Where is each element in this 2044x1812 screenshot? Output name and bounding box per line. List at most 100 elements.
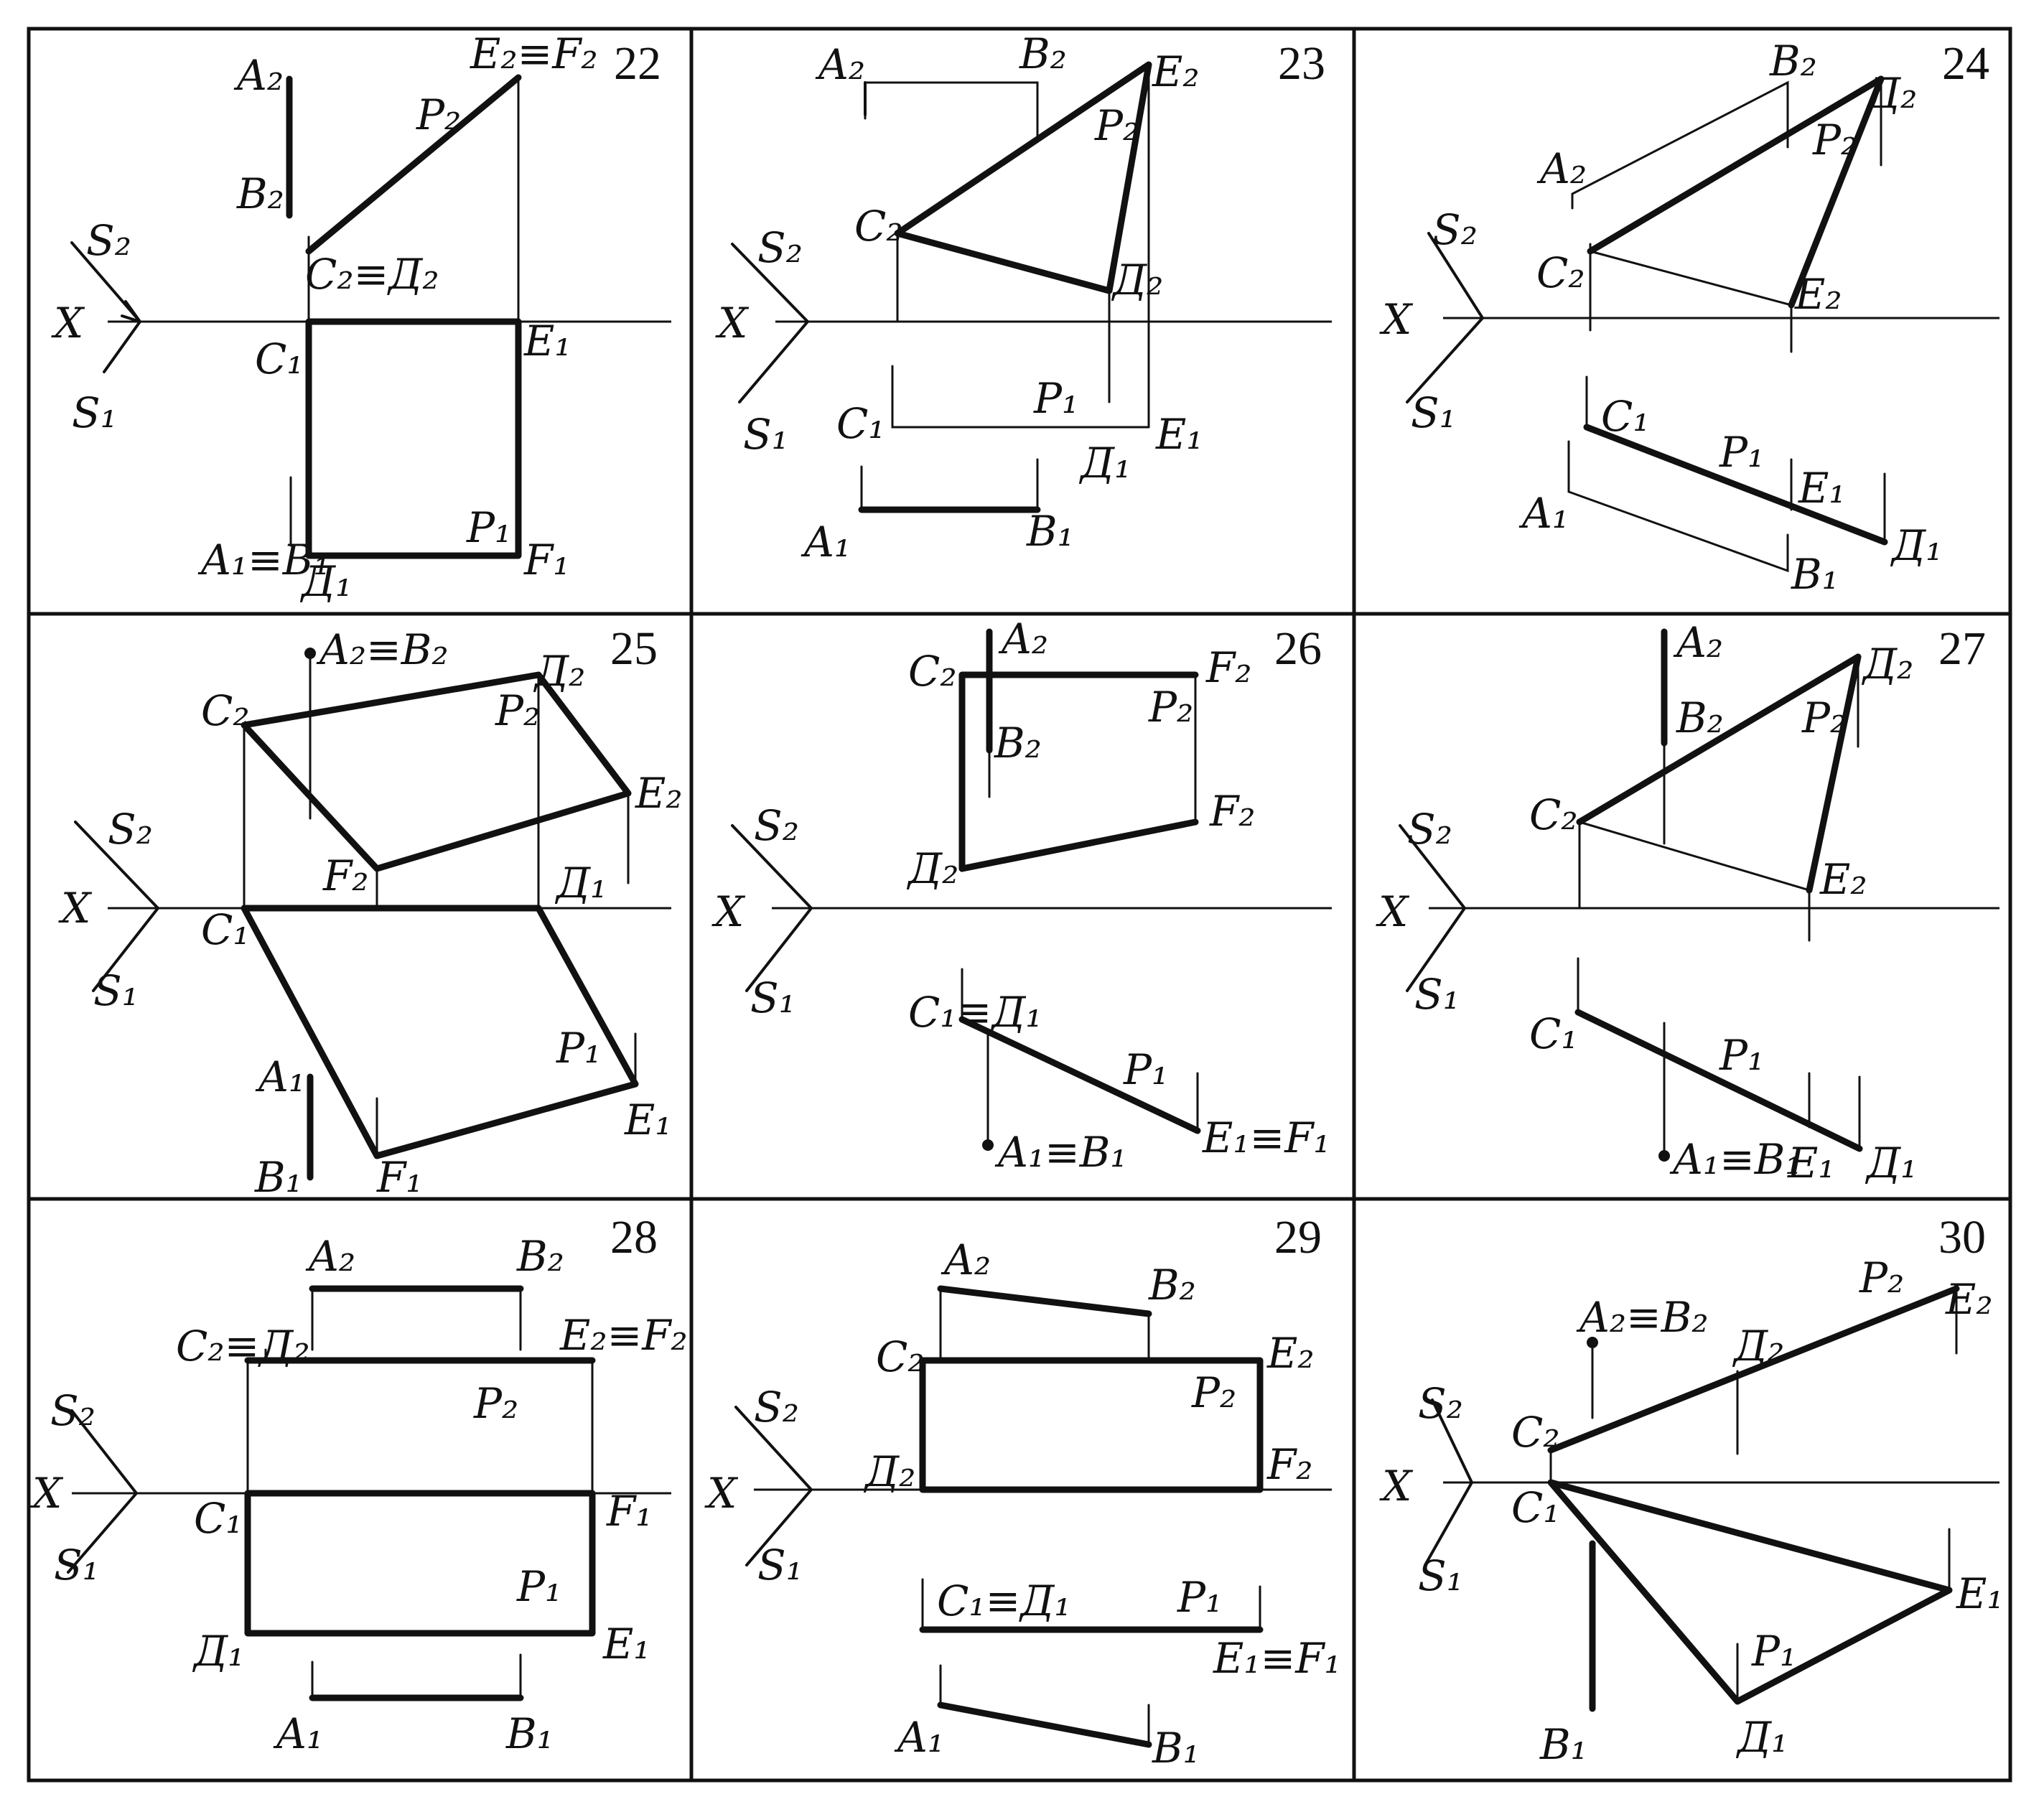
label-A2: A₂ — [1536, 144, 1587, 193]
projection-direction-arrows — [1406, 232, 1484, 403]
problem-24: 24 B₂ Д₂ A₂ P₂ S₂ C₂ E₂ X S₁ C₁ P₁ E₁ A₁… — [1379, 37, 1999, 599]
label-X: X — [715, 299, 750, 347]
label-B2: B₂ — [1019, 29, 1067, 78]
label-C2D2: C₂≡Д₂ — [176, 1322, 310, 1370]
problem-23: 23 A₂ B₂ E₂ P₂ C₂ S₂ Д₂ X S₁ P₁ C₁ E₁ Д₁… — [715, 29, 1332, 566]
label-P1: P₁ — [516, 1562, 561, 1611]
label-P1: P₁ — [1751, 1627, 1796, 1676]
label-D2: Д₂ — [906, 844, 958, 893]
line-C1D1 — [1574, 1009, 1863, 1152]
problem-number: 29 — [1274, 1211, 1322, 1264]
segment-A1B1 — [1567, 440, 1789, 573]
label-E1F1: E₁≡F₁ — [1213, 1634, 1341, 1683]
label-P2: P₂ — [1812, 116, 1857, 164]
label-A2: A₂ — [941, 1236, 991, 1284]
triangle-C2E2D2 — [894, 61, 1152, 294]
label-B1: B₁ — [1791, 550, 1839, 599]
label-D2: Д₂ — [1111, 256, 1163, 304]
label-P2: P₂ — [1094, 101, 1139, 150]
segment-A2B2 — [937, 1285, 1152, 1317]
label-X: X — [1379, 295, 1414, 344]
label-E1F1: E₁≡F₁ — [1202, 1113, 1330, 1162]
label-E2: E₂ — [635, 769, 683, 818]
line-C2E2 — [305, 74, 522, 255]
label-C2: C₂ — [1529, 790, 1578, 839]
label-C2: C₂ — [1511, 1408, 1560, 1457]
projection-direction-arrows — [731, 243, 809, 403]
label-B2: B₂ — [1676, 693, 1724, 742]
plane-projection-2 — [241, 671, 632, 872]
label-S1: S₁ — [1414, 970, 1460, 1019]
label-D2: Д₂ — [533, 647, 585, 696]
label-B2: B₂ — [1769, 37, 1817, 85]
label-C2: C₂ — [854, 202, 903, 251]
label-E2: E₂ — [1945, 1275, 1993, 1324]
label-E1: E₁ — [1798, 464, 1846, 513]
label-C1: C₁ — [201, 905, 250, 954]
label-S1: S₁ — [750, 973, 795, 1022]
label-P1: P₁ — [466, 503, 511, 552]
label-A1B1: A₁≡B₁ — [1669, 1135, 1802, 1184]
label-A1: A₁ — [801, 518, 851, 566]
label-S2: S₂ — [108, 805, 153, 854]
label-E1: E₁ — [523, 317, 571, 365]
label-P2: P₂ — [416, 90, 461, 139]
label-P2: P₂ — [1191, 1368, 1236, 1417]
label-P1: P₁ — [1123, 1045, 1168, 1094]
label-B2: B₂ — [516, 1232, 564, 1281]
label-P1: P₁ — [1033, 374, 1078, 423]
segment-A2B2 — [1571, 80, 1789, 210]
projection-direction-arrows — [1399, 824, 1466, 992]
line-C2D2 — [1587, 75, 1885, 255]
label-P2: P₂ — [1801, 693, 1847, 742]
label-C1: C₁ — [1601, 392, 1650, 441]
label-A2B2: A₂≡B₂ — [1576, 1293, 1709, 1342]
label-A2: A₂ — [815, 40, 865, 89]
label-P2: P₂ — [1148, 683, 1193, 732]
label-F1: F₁ — [606, 1487, 653, 1536]
projection-direction-arrows — [731, 824, 813, 992]
problem-number: 28 — [610, 1211, 658, 1264]
label-C2: C₂ — [1536, 248, 1585, 297]
label-E2F2: E₂≡F₂ — [559, 1311, 688, 1360]
problem-25: 25 A₂≡B₂ Д₂ C₂ P₂ S₂ E₂ F₂ X C₁ Д₁ S₁ A₁… — [58, 622, 683, 1202]
label-F2: F₂ — [322, 851, 369, 900]
label-P1: P₁ — [1719, 1031, 1764, 1080]
label-D1: Д₁ — [554, 859, 607, 907]
label-E1: E₁ — [624, 1096, 672, 1144]
label-D1: Д₁ — [299, 557, 352, 606]
label-X: X — [704, 1469, 739, 1518]
label-B1: B₁ — [254, 1153, 302, 1202]
label-B1: B₁ — [1539, 1720, 1587, 1769]
line-C1E1 — [958, 1016, 1201, 1134]
plane-projection-2 — [919, 1357, 1264, 1493]
problem-27: 27 A₂ Д₂ B₂ P₂ C₂ S₂ E₂ X S₁ C₁ P₁ A₁≡B₁… — [1376, 618, 1999, 1187]
label-X: X — [1376, 887, 1410, 936]
problem-29: 29 A₂ B₂ C₂ E₂ P₂ S₂ Д₂ F₂ X S₁ C₁≡Д₁ P₁… — [704, 1211, 1341, 1773]
label-B2: B₂ — [994, 719, 1042, 767]
label-D2: Д₂ — [863, 1447, 915, 1496]
label-F2: F₂ — [1209, 787, 1256, 836]
label-C1: C₁ — [255, 335, 304, 383]
problem-number: 24 — [1942, 37, 1989, 90]
line-C1E1 — [891, 365, 1150, 429]
label-D1: Д₁ — [1865, 1139, 1917, 1187]
label-B2: B₂ — [236, 169, 284, 218]
label-D2: Д₂ — [1865, 69, 1917, 118]
label-A2: A₂ — [305, 1232, 355, 1281]
label-S2: S₂ — [754, 801, 799, 850]
label-C1D1: C₁≡Д₁ — [937, 1577, 1071, 1625]
label-E2: E₂ — [1794, 270, 1842, 319]
label-S1: S₁ — [757, 1541, 803, 1589]
problem-number: 22 — [614, 37, 661, 90]
label-S1: S₁ — [93, 966, 139, 1015]
label-D1: Д₁ — [1890, 521, 1942, 570]
label-P2: P₂ — [1859, 1253, 1904, 1302]
label-P1: P₁ — [556, 1024, 601, 1073]
label-S2: S₂ — [86, 216, 131, 265]
label-A1B1: A₁≡B₁ — [994, 1128, 1127, 1177]
label-D1: Д₁ — [1735, 1713, 1788, 1762]
line-D2F2 — [958, 818, 1199, 872]
label-S1: S₁ — [743, 410, 788, 459]
label-S2: S₂ — [1407, 805, 1452, 854]
